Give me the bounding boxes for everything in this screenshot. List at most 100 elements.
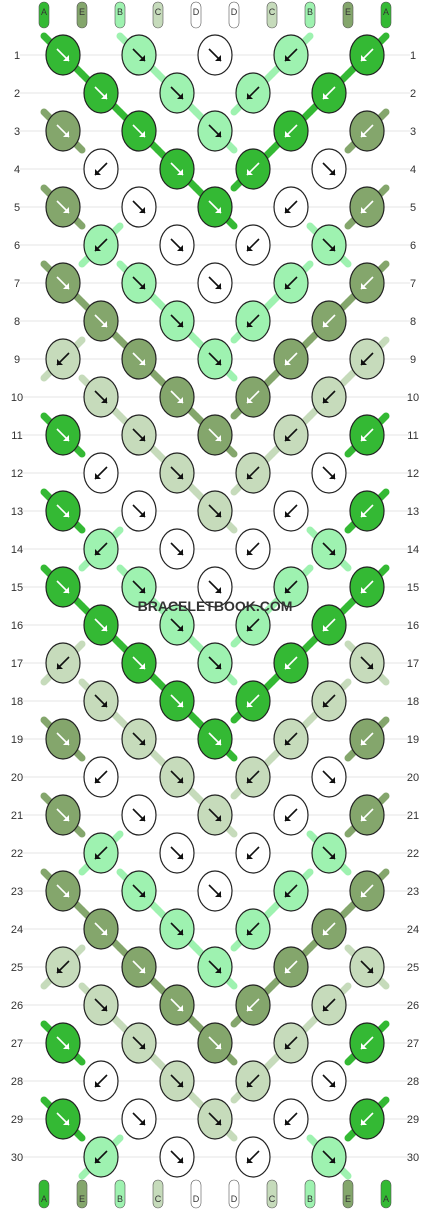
knot	[349, 186, 385, 228]
knot	[45, 870, 81, 912]
arrow-head-icon	[177, 245, 183, 251]
strand-label-top: A	[383, 7, 389, 17]
knot	[121, 794, 157, 836]
arrow-head-icon	[63, 891, 69, 897]
strand-label-top: A	[41, 7, 47, 17]
arrow-head-icon	[361, 511, 367, 517]
strand-label-top: C	[269, 7, 276, 17]
strand-label-bottom: A	[383, 1194, 389, 1204]
strand-tab-bottom	[304, 1179, 316, 1209]
strand-tab-top	[266, 1, 278, 29]
knot	[83, 300, 119, 342]
arrow-head-icon	[63, 1119, 69, 1125]
strand-label-bottom: E	[79, 1194, 85, 1204]
row-label-right: 27	[407, 1038, 419, 1050]
knot	[311, 300, 347, 342]
arrow-head-icon	[95, 1157, 101, 1163]
row-label-right: 5	[410, 202, 416, 214]
knot	[197, 1098, 233, 1140]
arrow-head-icon	[215, 1043, 221, 1049]
knot	[311, 1136, 347, 1178]
row-label-left: 11	[11, 430, 22, 442]
row-label-left: 16	[11, 620, 23, 632]
knot	[273, 718, 309, 760]
arrow-head-icon	[215, 739, 221, 745]
knot-grid	[45, 34, 385, 1178]
arrow-head-icon	[95, 853, 101, 859]
row-label-left: 15	[11, 582, 23, 594]
knot	[45, 566, 81, 608]
arrow-head-icon	[63, 283, 69, 289]
knot	[83, 452, 119, 494]
arrow-head-icon	[101, 701, 107, 707]
arrow-head-icon	[139, 511, 145, 517]
knot	[311, 680, 347, 722]
knot	[45, 946, 81, 988]
knot	[311, 376, 347, 418]
knot	[273, 642, 309, 684]
knot	[273, 870, 309, 912]
strand-label-bottom: A	[41, 1194, 47, 1204]
arrow-head-icon	[285, 55, 291, 61]
row-label-left: 7	[14, 278, 20, 290]
knot	[159, 148, 195, 190]
strand-tab-top	[152, 1, 164, 29]
arrow-head-icon	[285, 815, 291, 821]
row-label-right: 17	[407, 658, 419, 670]
knot	[83, 756, 119, 798]
knot	[83, 528, 119, 570]
arrow-head-icon	[247, 1157, 253, 1163]
row-label-left: 1	[14, 50, 20, 62]
arrow-head-icon	[139, 207, 145, 213]
arrow-head-icon	[57, 359, 63, 365]
knot	[121, 946, 157, 988]
knot	[235, 604, 271, 646]
arrow-head-icon	[247, 549, 253, 555]
knot	[83, 832, 119, 874]
knot	[311, 72, 347, 114]
strand-tab-bottom	[152, 1179, 164, 1209]
knot	[83, 604, 119, 646]
row-label-left: 18	[11, 696, 23, 708]
arrow-head-icon	[247, 473, 253, 479]
knot	[159, 680, 195, 722]
arrow-head-icon	[247, 853, 253, 859]
arrow-head-icon	[215, 283, 221, 289]
arrow-head-icon	[323, 929, 329, 935]
arrow-head-icon	[215, 511, 221, 517]
knot	[235, 376, 271, 418]
strand-tab-bottom	[342, 1179, 354, 1209]
arrow-head-icon	[285, 1119, 291, 1125]
arrow-head-icon	[215, 131, 221, 137]
knot	[311, 832, 347, 874]
row-label-left: 5	[14, 202, 20, 214]
knot	[45, 110, 81, 152]
knot	[349, 794, 385, 836]
arrow-head-icon	[247, 245, 253, 251]
arrow-head-icon	[247, 1081, 253, 1087]
strand-tab-top	[38, 1, 50, 29]
arrow-head-icon	[139, 131, 145, 137]
row-label-right: 29	[407, 1114, 419, 1126]
knot	[159, 1136, 195, 1178]
arrow-head-icon	[215, 663, 221, 669]
knot	[121, 262, 157, 304]
arrow-head-icon	[215, 207, 221, 213]
arrow-head-icon	[323, 93, 329, 99]
arrow-head-icon	[323, 1005, 329, 1011]
knot	[273, 490, 309, 532]
row-label-right: 24	[407, 924, 419, 936]
knot	[349, 414, 385, 456]
knot	[311, 984, 347, 1026]
strand-tab-top	[304, 1, 316, 29]
arrow-head-icon	[177, 1157, 183, 1163]
knot	[273, 794, 309, 836]
arrow-head-icon	[139, 1119, 145, 1125]
arrow-head-icon	[247, 929, 253, 935]
row-label-right: 25	[407, 962, 419, 974]
knot	[45, 1098, 81, 1140]
knot	[235, 72, 271, 114]
knot	[349, 338, 385, 380]
row-label-left: 25	[11, 962, 23, 974]
knot	[235, 452, 271, 494]
